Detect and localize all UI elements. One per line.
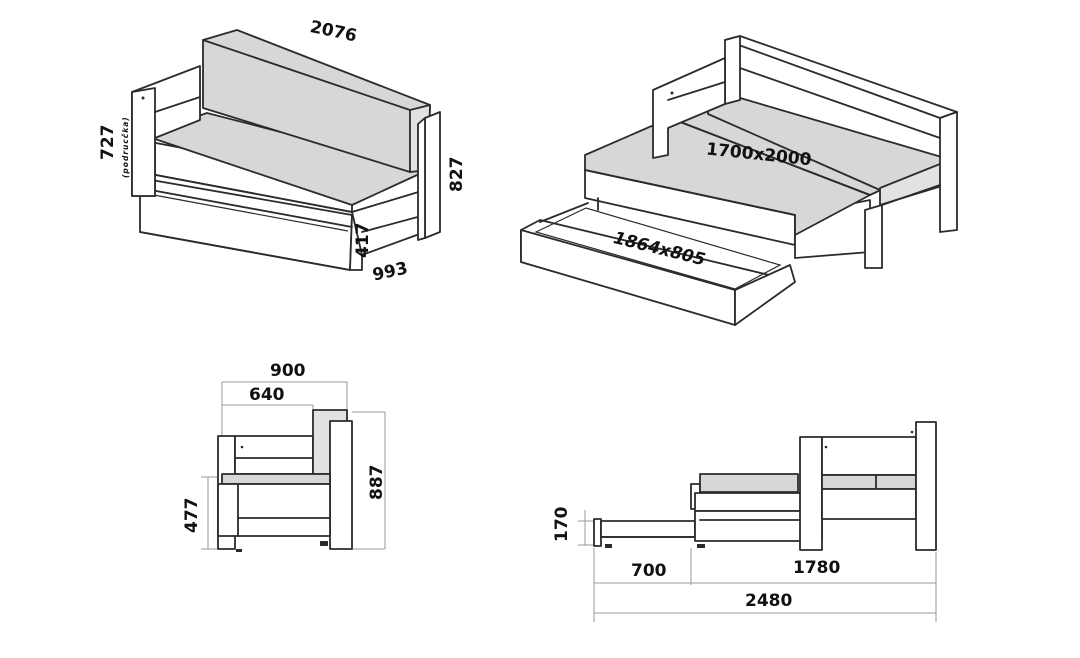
sofa-armrest-height-label: 727 (98, 125, 118, 161)
drawer-height-label: 170 (552, 506, 572, 542)
total-length-label: 2480 (745, 591, 792, 611)
bed-side-view: 170 700 1780 2480 (552, 421, 937, 622)
sofa-depth-label: 993 (371, 259, 410, 286)
side-total-height-label: 887 (367, 465, 387, 501)
bed-isometric-view: 1700x2000 1864x805 (520, 35, 958, 326)
sofa-seat-height-label: 417 (353, 223, 373, 259)
sofa-side-view: 900 640 887 477 (182, 361, 387, 552)
side-seat-height-label: 477 (182, 498, 202, 534)
sofa-armrest-note: (podrucčka) (121, 116, 130, 178)
sofa-back-height-label: 827 (447, 157, 467, 193)
side-total-depth-label: 900 (270, 361, 306, 381)
sofa-isometric-view: 2076 727 (podrucčka) 827 417 993 (98, 17, 467, 285)
sofa-width-label: 2076 (308, 17, 358, 46)
side-seat-depth-label: 640 (249, 385, 285, 405)
drawer-length-label: 700 (631, 561, 667, 581)
bed-length-label: 1780 (793, 558, 840, 578)
